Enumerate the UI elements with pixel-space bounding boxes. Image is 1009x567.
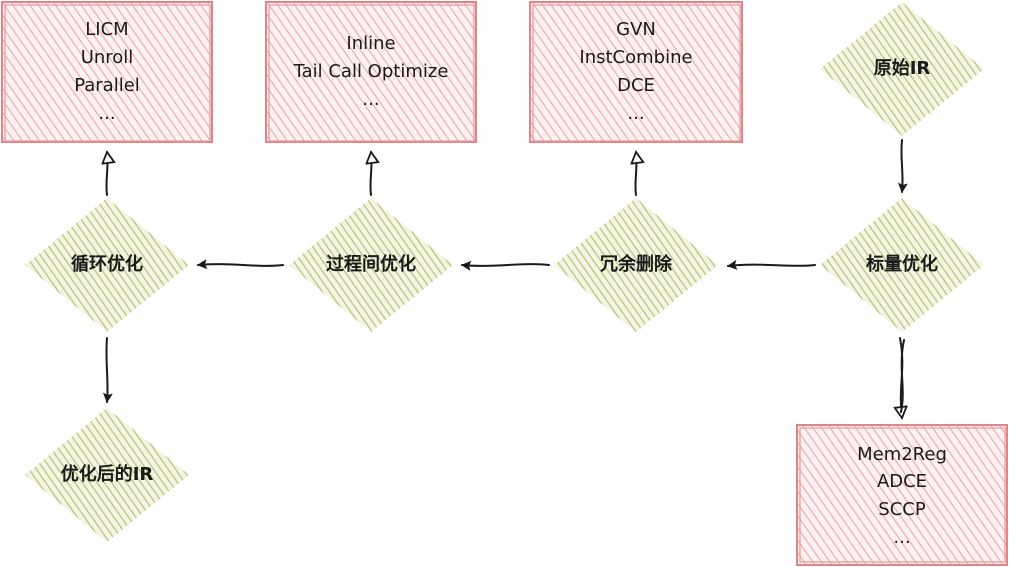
loop-opt-node: 循环优化 (25, 198, 189, 332)
redundancy-pass-more: ... (627, 103, 644, 124)
scalar-passes-box: Mem2Reg ADCE SCCP ... (796, 424, 1008, 566)
arrow-redundancy-to-box (635, 152, 636, 196)
optimized-ir-node: 优化后的IR (25, 408, 189, 542)
redundancy-pass-gvn: GVN (616, 19, 656, 40)
ipo-pass-more: ... (362, 89, 379, 110)
interprocedural-passes-box: Inline Tail Call Optimize ... (265, 1, 477, 143)
redundancy-elim-label: 冗余删除 (600, 253, 673, 275)
arrow-loop-to-optimized (102, 337, 113, 403)
original-ir-label: 原始IR (874, 57, 931, 79)
scalar-pass-more: ... (893, 527, 910, 548)
loop-pass-more: ... (98, 103, 115, 124)
scalar-opt-label: 标量优化 (865, 253, 938, 275)
interprocedural-opt-node: 过程间优化 (289, 198, 453, 332)
original-ir-node: 原始IR (820, 2, 984, 136)
arrow-loop-to-box (106, 152, 107, 196)
scalar-pass-sccp: SCCP (878, 499, 926, 520)
arrow-scalar-to-box-sketch (900, 339, 905, 413)
loop-passes-box: LICM Unroll Parallel ... (1, 1, 213, 143)
arrow-scalar-to-redundancy (727, 259, 816, 270)
interprocedural-opt-label: 过程间优化 (326, 253, 416, 275)
ipo-pass-inline: Inline (346, 33, 395, 54)
arrow-interprocedural-to-loop (197, 259, 284, 270)
optimized-ir-label: 优化后的IR (61, 463, 154, 485)
loop-pass-licm: LICM (85, 19, 128, 40)
arrow-redundancy-to-interprocedural (461, 260, 550, 271)
scalar-opt-node: 标量优化 (820, 198, 984, 332)
ipo-pass-tail-call: Tail Call Optimize (293, 61, 449, 82)
scalar-pass-adce: ADCE (877, 471, 927, 492)
redundancy-pass-instcombine: InstCombine (579, 47, 692, 68)
loop-pass-unroll: Unroll (81, 47, 134, 68)
loop-opt-label: 循环优化 (71, 253, 143, 275)
arrow-original-to-scalar (897, 139, 908, 193)
redundancy-passes-box: GVN InstCombine DCE ... (529, 1, 743, 143)
redundancy-elim-node: 冗余删除 (554, 198, 718, 332)
redundancy-pass-dce: DCE (617, 75, 655, 96)
loop-pass-parallel: Parallel (74, 75, 140, 96)
scalar-pass-mem2reg: Mem2Reg (857, 444, 947, 465)
arrow-interprocedural-to-box (370, 152, 371, 196)
